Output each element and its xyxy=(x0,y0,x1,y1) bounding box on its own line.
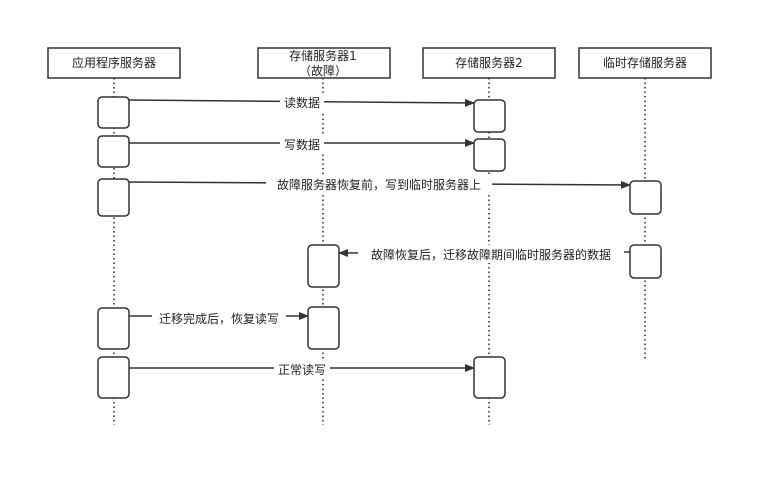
message-normal: 正常读写 xyxy=(129,361,475,379)
message-resume-label: 迁移完成后，恢复读写 xyxy=(159,311,279,326)
activation-box xyxy=(307,306,340,350)
activation-box xyxy=(97,178,130,217)
message-write-temp-label: 故障服务器恢复前，写到临时服务器上 xyxy=(277,177,481,192)
activation-box xyxy=(473,99,506,133)
participant-app-label: 应用程序服务器 xyxy=(72,55,156,70)
message-migrate: 故障恢复后，迁移故障期间临时服务器的数据 xyxy=(338,245,631,263)
participant-s1-label: 存储服务器1 xyxy=(289,48,357,63)
activation-box xyxy=(97,96,130,129)
participant-s2-label: 存储服务器2 xyxy=(455,55,523,70)
activation-box xyxy=(629,244,662,279)
activation-box xyxy=(97,356,130,399)
activation-box xyxy=(97,135,130,168)
activation-box xyxy=(629,180,662,215)
participant-s2: 存储服务器2 xyxy=(422,47,556,79)
participant-app: 应用程序服务器 xyxy=(47,47,181,79)
message-write-label: 写数据 xyxy=(284,137,320,152)
participant-tmp-label: 临时存储服务器 xyxy=(603,55,687,70)
message-normal-label: 正常读写 xyxy=(278,363,326,377)
activation-box xyxy=(473,356,506,399)
participant-tmp: 临时存储服务器 xyxy=(578,47,712,79)
participant-s1: 存储服务器1 （故障） xyxy=(257,47,391,79)
message-write-temp: 故障服务器恢复前，写到临时服务器上 xyxy=(128,175,631,193)
activation-box xyxy=(473,138,506,172)
activation-box xyxy=(97,307,130,350)
message-read: 读数据 xyxy=(128,93,475,111)
activation-box xyxy=(307,244,340,288)
message-read-label: 读数据 xyxy=(284,95,320,110)
message-resume: 迁移完成后，恢复读写 xyxy=(129,309,309,327)
participant-s1-sublabel: （故障） xyxy=(299,63,347,78)
message-migrate-label: 故障恢复后，迁移故障期间临时服务器的数据 xyxy=(371,247,611,262)
message-write: 写数据 xyxy=(129,135,475,153)
